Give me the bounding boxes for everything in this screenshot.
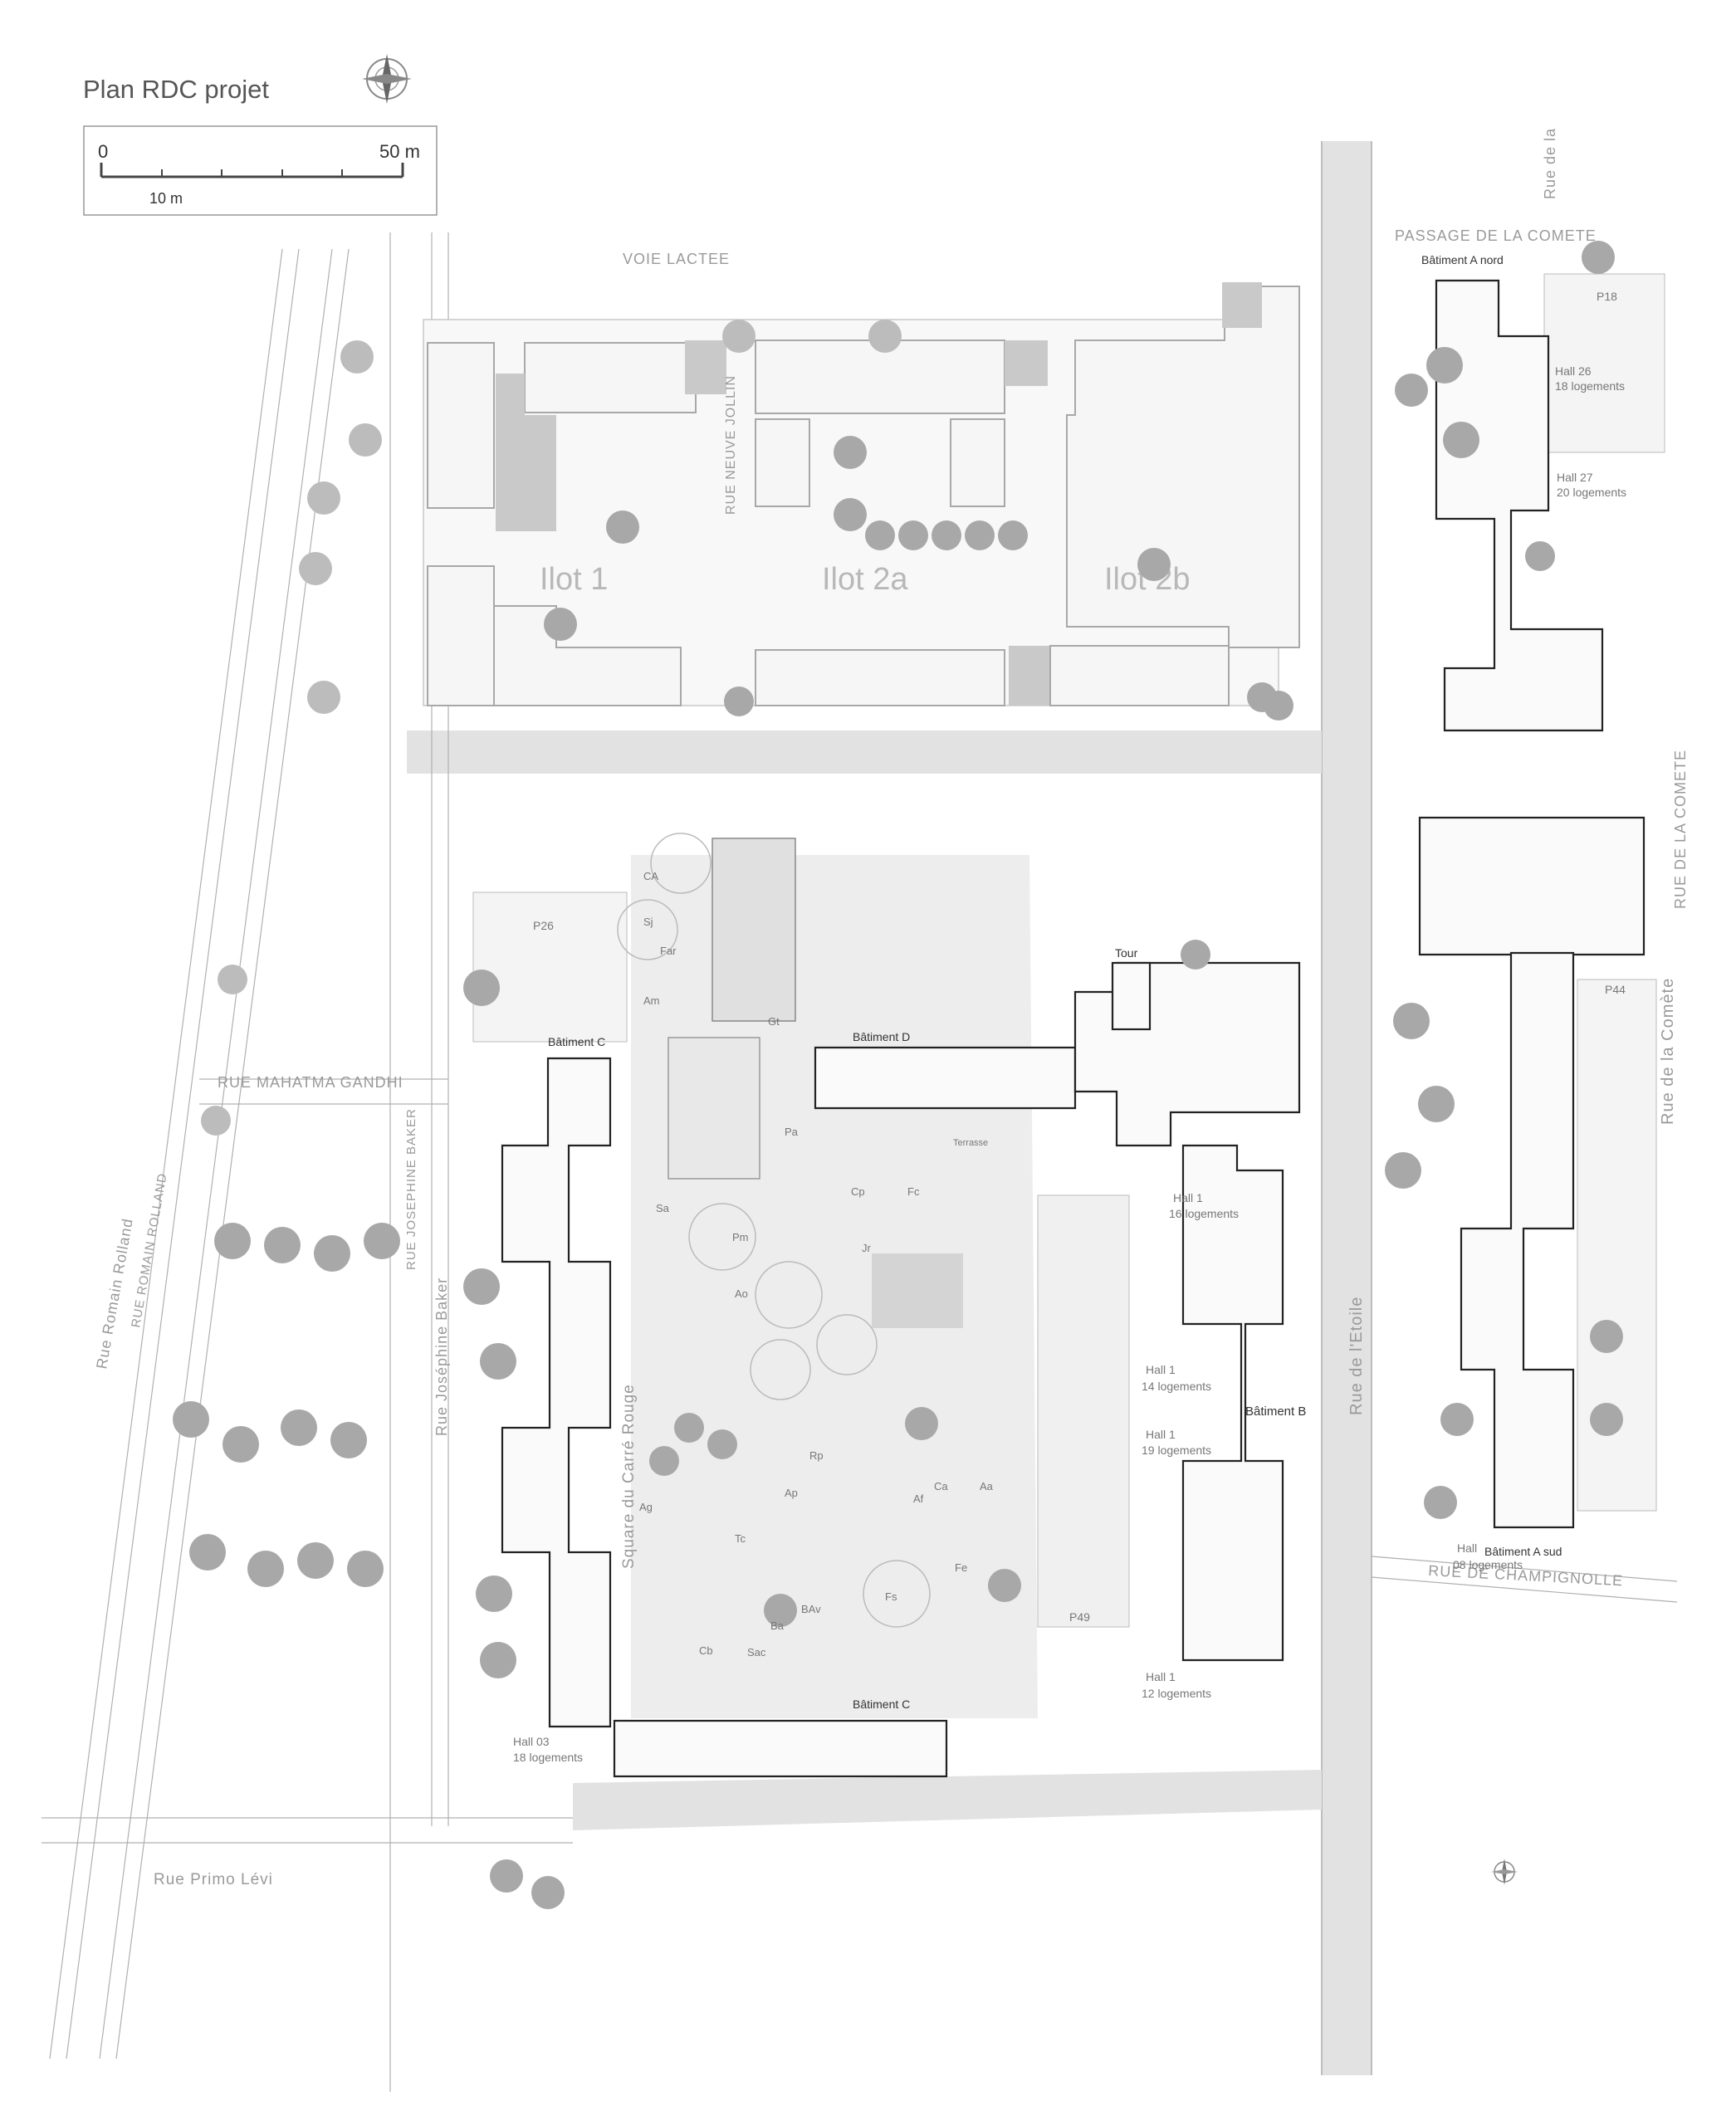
species-label: Ba: [770, 1619, 785, 1632]
hall-03: Hall 03 18 logements: [513, 1735, 583, 1764]
parking-p18-label: P18: [1597, 290, 1617, 303]
rue-mahatma-label: RUE MAHATMA GANDHI: [218, 1074, 403, 1091]
rue-comete-label: Rue de la Comète: [1659, 978, 1677, 1125]
rue-romain-rolland-label: Rue Romain Rolland: [93, 1217, 136, 1370]
hall-name: Hall 1: [1146, 1363, 1176, 1376]
scale-start-label: 0: [98, 141, 108, 162]
compass-rose-icon: [1491, 1859, 1518, 1885]
hall-logements: 16 logements: [1169, 1207, 1239, 1220]
scale-end-label: 50 m: [379, 141, 420, 162]
hall-logements: 12 logements: [1142, 1687, 1211, 1700]
batiment-c-top-label: Bâtiment C: [548, 1035, 605, 1048]
hall-name: Hall 27: [1557, 471, 1593, 484]
hall-27: Hall 27 20 logements: [1557, 471, 1626, 499]
hall-name: Hall 1: [1146, 1428, 1176, 1441]
batiment-d-label: Bâtiment D: [853, 1030, 910, 1043]
species-label: Ag: [639, 1501, 653, 1513]
species-label: Cp: [851, 1185, 865, 1198]
hall-logements: 18 logements: [1555, 379, 1625, 393]
rue-neuve-jollin-label: RUE NEUVE JOLLIN: [724, 375, 738, 515]
rue-josephine-caps-label: RUE JOSEPHINE BAKER: [404, 1108, 418, 1270]
hall-16: Hall 1 16 logements: [1169, 1191, 1239, 1220]
hall-logements: 19 logements: [1142, 1444, 1211, 1457]
species-label: Gt: [768, 1015, 780, 1028]
square-park: [631, 838, 1130, 1718]
species-label: Pm: [732, 1231, 749, 1243]
hall-26: Hall 26 18 logements: [1555, 364, 1625, 393]
existing-ilots: Ilot 1 Ilot 2a Ilot 2b: [423, 282, 1300, 706]
species-label: Far: [660, 945, 677, 957]
rue-josephine-label: Rue Joséphine Baker: [433, 1277, 450, 1436]
species-label: Ap: [785, 1487, 798, 1499]
species-label: Cb: [699, 1644, 713, 1657]
passage-comete-label: PASSAGE DE LA COMETE: [1395, 227, 1597, 244]
species-label: Sa: [656, 1202, 670, 1214]
square-carre-rouge-label: Square du Carré Rouge: [620, 1384, 638, 1569]
species-label: Fs: [885, 1590, 897, 1603]
parking-p44-label: P44: [1605, 983, 1626, 996]
north-compass-icon: [362, 54, 412, 104]
species-label: BAv: [801, 1603, 821, 1615]
plan-title: Plan RDC projet: [83, 75, 269, 104]
hall-12: Hall 1 12 logements: [1142, 1670, 1211, 1700]
species-label: Jr: [862, 1242, 872, 1254]
species-label: Sj: [643, 916, 653, 928]
hall-name: Hall: [1457, 1541, 1477, 1555]
tree-species-labels: CA Am Sa Ag Pm Ao Far Sj Tc Ap Ba BAv Sa…: [639, 870, 994, 1658]
hall-logements: 20 logements: [1557, 486, 1626, 499]
batiment-a-sud-label: Bâtiment A sud: [1484, 1545, 1562, 1558]
voie-lactee-label: VOIE LACTEE: [623, 251, 730, 267]
project-buildings: [501, 279, 1646, 1778]
hall-name: Hall 03: [513, 1735, 550, 1748]
trees: [173, 241, 1623, 1909]
hall-19: Hall 1 19 logements: [1142, 1428, 1211, 1457]
parking-labels: P18 P26 P44 P49: [533, 290, 1626, 1624]
batiment-c-bottom-label: Bâtiment C: [853, 1698, 910, 1711]
batiment-a-nord-label: Bâtiment A nord: [1421, 253, 1504, 266]
rue-primo-levi-label: Rue Primo Lévi: [154, 1871, 273, 1888]
species-label: Fc: [907, 1185, 920, 1198]
hall-name: Hall 26: [1555, 364, 1592, 378]
species-label: Ca: [934, 1480, 948, 1492]
species-label: Sac: [747, 1646, 766, 1658]
species-label: Aa: [980, 1480, 994, 1492]
ilot2a-label: Ilot 2a: [822, 562, 908, 597]
tour-label: Tour: [1115, 946, 1138, 960]
hall-name: Hall 1: [1173, 1191, 1203, 1204]
species-label: Am: [643, 994, 660, 1007]
species-label: Pa: [785, 1126, 799, 1138]
parking-p26-label: P26: [533, 919, 554, 932]
species-label: Tc: [735, 1532, 746, 1545]
building-labels: Bâtiment A nord Bâtiment A sud Bâtiment …: [548, 253, 1562, 1711]
batiment-b-label: Bâtiment B: [1245, 1404, 1306, 1419]
species-label: Fe: [955, 1561, 967, 1574]
species-label: CA: [643, 870, 658, 882]
rue-etoile-label: Rue de l'Etoile: [1347, 1297, 1366, 1415]
species-label: Rp: [809, 1449, 824, 1462]
hall-labels: Hall 26 18 logements Hall 27 20 logement…: [513, 364, 1626, 1764]
rue-romain-rolland-caps-label: RUE ROMAIN ROLLAND: [129, 1172, 170, 1329]
roads: [42, 141, 1678, 2092]
hall-08: Hall 08 logements: [1453, 1541, 1523, 1571]
hall-logements: 14 logements: [1142, 1380, 1211, 1393]
species-label: Af: [913, 1492, 924, 1505]
rue-de-la-label: Rue de la: [1542, 128, 1558, 199]
terrasse-label: Terrasse: [953, 1138, 988, 1148]
hall-logements: 18 logements: [513, 1751, 583, 1764]
species-label: Ao: [735, 1287, 748, 1300]
rue-comete-caps-label: RUE DE LA COMETE: [1672, 750, 1689, 909]
hall-name: Hall 1: [1146, 1670, 1176, 1683]
ilot1-label: Ilot 1: [540, 562, 608, 597]
scale-bar: 0 50 m 10 m: [83, 125, 438, 216]
hall-14: Hall 1 14 logements: [1142, 1363, 1211, 1393]
scale-unit-label: 10 m: [149, 190, 183, 207]
hall-logements: 08 logements: [1453, 1558, 1523, 1571]
parking-p49-label: P49: [1069, 1610, 1090, 1624]
